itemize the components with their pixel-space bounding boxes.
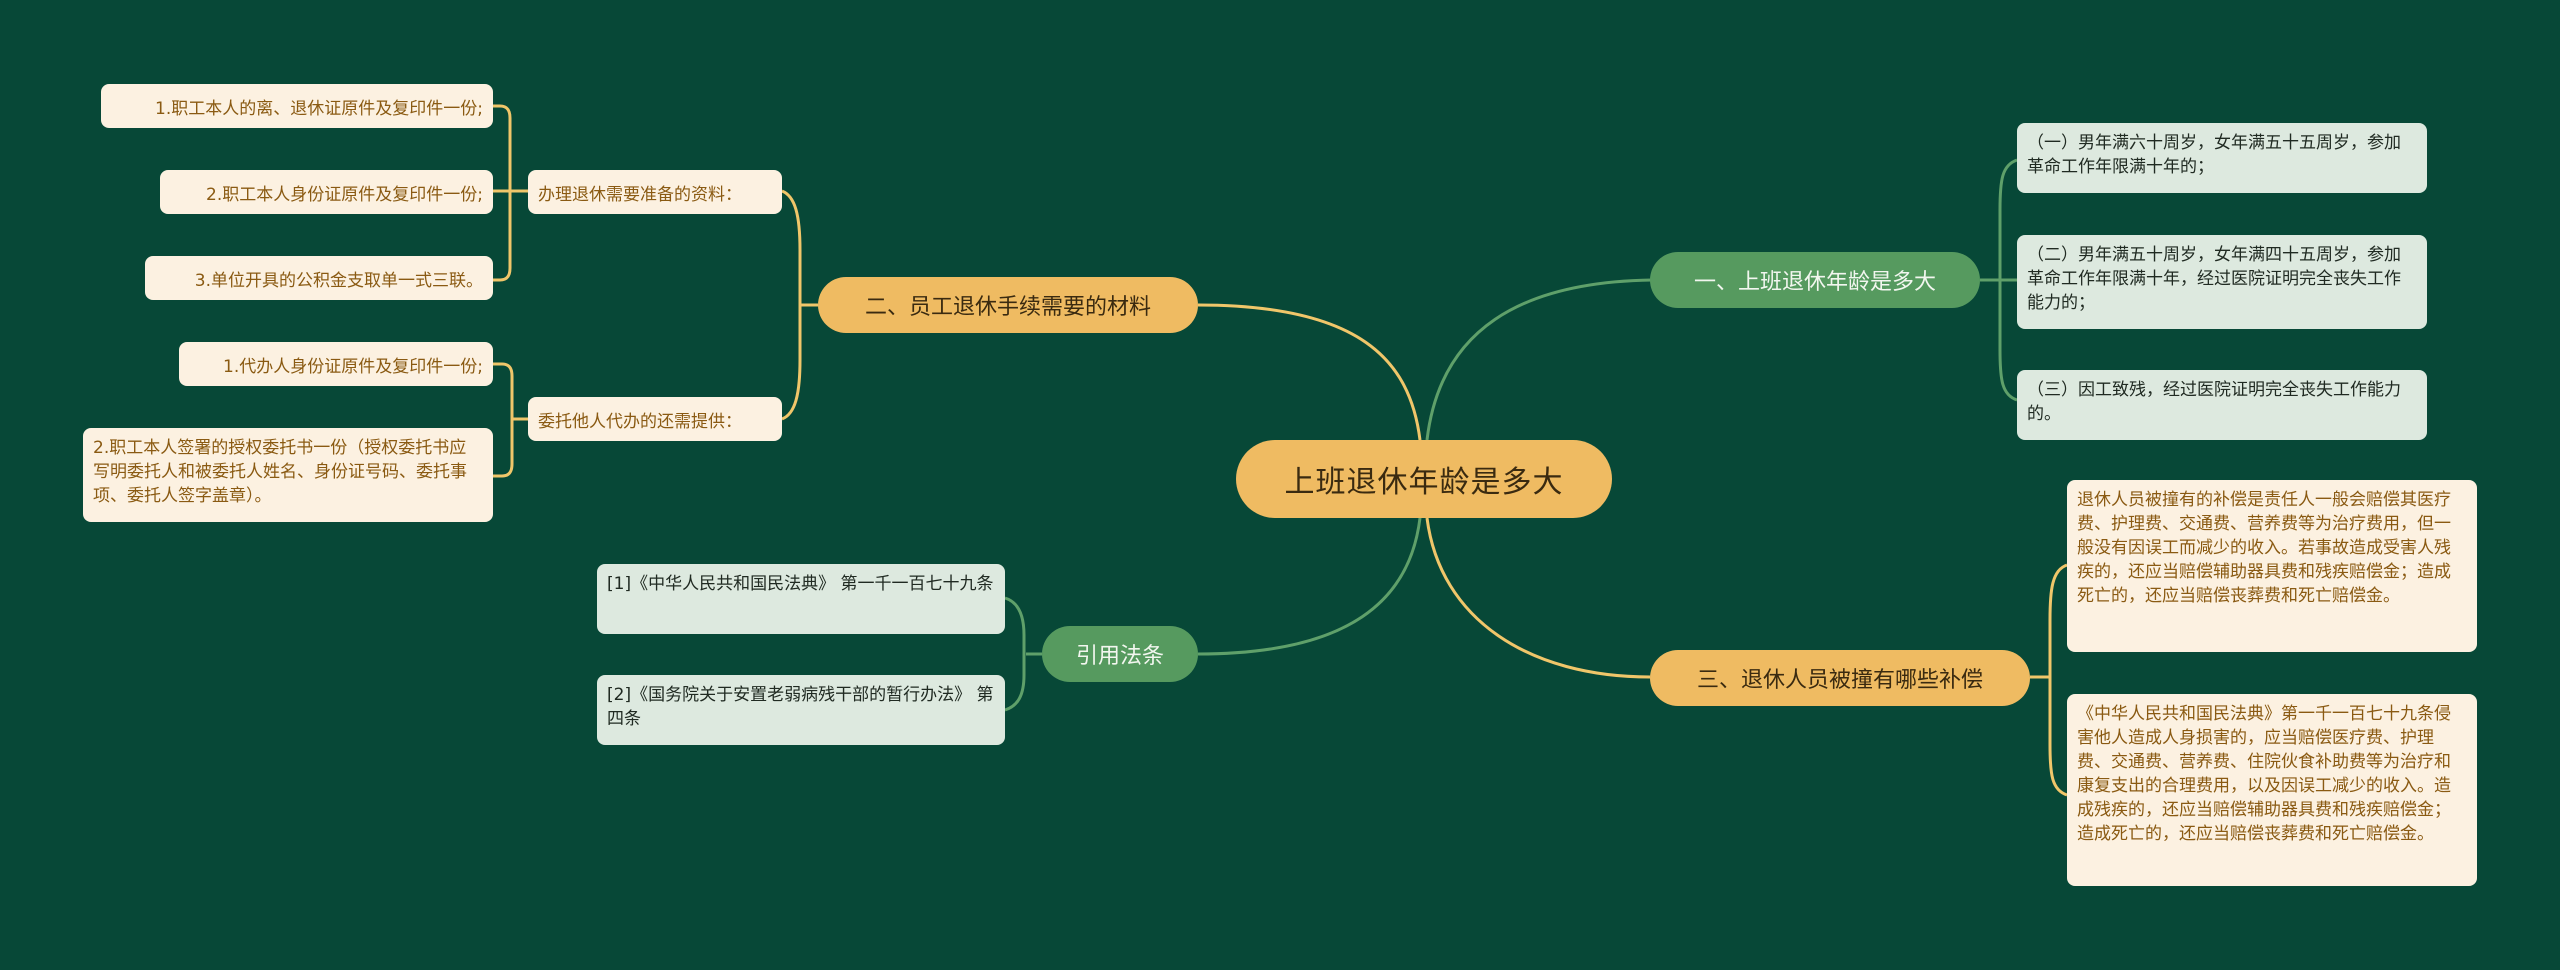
branch-retirement-materials-label: 二、员工退休手续需要的材料 [864,295,1151,320]
leaf-text: 1.代办人身份证原件及复印件一份; [223,356,483,377]
leaf-proxy-doc-1[interactable]: 1.代办人身份证原件及复印件一份; [179,342,493,386]
branch-retirement-materials[interactable]: 二、员工退休手续需要的材料 [818,277,1198,333]
leaf-required-doc-3[interactable]: 3.单位开具的公积金支取单一式三联。 [145,256,493,300]
leaf-proxy-doc-2[interactable]: 2.职工本人签署的授权委托书一份（授权委托书应写明委托人和被委托人姓名、身份证号… [83,428,493,522]
branch-cited-laws[interactable]: 引用法条 [1042,626,1198,682]
leaf-compensation-1[interactable]: 退休人员被撞有的补偿是责任人一般会赔偿其医疗费、护理费、交通费、营养费等为治疗费… [2067,480,2477,652]
leaf-retirement-age-1[interactable]: （一）男年满六十周岁，女年满五十五周岁，参加革命工作年限满十年的； [2017,123,2427,193]
group-label: 委托他人代办的还需提供： [538,411,742,432]
leaf-cited-law-1[interactable]: [1]《中华人民共和国民法典》 第一千一百七十九条 [597,564,1005,634]
leaf-text: （一）男年满六十周岁，女年满五十五周岁，参加革命工作年限满十年的； [2027,133,2401,177]
group-required-documents[interactable]: 办理退休需要准备的资料： [528,170,782,214]
leaf-required-doc-2[interactable]: 2.职工本人身份证原件及复印件一份; [160,170,493,214]
leaf-retirement-age-3[interactable]: （三）因工致残，经过医院证明完全丧失工作能力的。 [2017,370,2427,440]
leaf-text: 2.职工本人身份证原件及复印件一份; [206,184,483,205]
root-topic[interactable]: 上班退休年龄是多大 [1236,440,1612,518]
leaf-text: 退休人员被撞有的补偿是责任人一般会赔偿其医疗费、护理费、交通费、营养费等为治疗费… [2077,490,2451,606]
branch-compensation[interactable]: 三、退休人员被撞有哪些补偿 [1650,650,2030,706]
branch-compensation-label: 三、退休人员被撞有哪些补偿 [1696,668,1983,693]
leaf-compensation-2[interactable]: 《中华人民共和国民法典》第一千一百七十九条侵害他人造成人身损害的，应当赔偿医疗费… [2067,694,2477,886]
group-label: 办理退休需要准备的资料： [538,184,742,205]
leaf-retirement-age-2[interactable]: （二）男年满五十周岁，女年满四十五周岁，参加革命工作年限满十年，经过医院证明完全… [2017,235,2427,329]
branch-cited-laws-label: 引用法条 [1075,644,1164,669]
leaf-text: [2]《国务院关于安置老弱病残干部的暂行办法》 第四条 [607,685,994,729]
leaf-required-doc-1[interactable]: 1.职工本人的离、退休证原件及复印件一份; [101,84,493,128]
leaf-text: （三）因工致残，经过医院证明完全丧失工作能力的。 [2027,380,2401,424]
branch-retirement-age-label: 一、上班退休年龄是多大 [1693,270,1936,295]
leaf-text: 2.职工本人签署的授权委托书一份（授权委托书应写明委托人和被委托人姓名、身份证号… [93,438,467,506]
leaf-text: （二）男年满五十周岁，女年满四十五周岁，参加革命工作年限满十年，经过医院证明完全… [2027,245,2401,313]
branch-retirement-age[interactable]: 一、上班退休年龄是多大 [1650,252,1980,308]
leaf-text: 《中华人民共和国民法典》第一千一百七十九条侵害他人造成人身损害的，应当赔偿医疗费… [2077,704,2451,844]
group-proxy-documents[interactable]: 委托他人代办的还需提供： [528,397,782,441]
leaf-text: 1.职工本人的离、退休证原件及复印件一份; [155,98,483,119]
leaf-text: 3.单位开具的公积金支取单一式三联。 [194,270,483,291]
root-topic-label: 上班退休年龄是多大 [1284,465,1564,500]
leaf-text: [1]《中华人民共和国民法典》 第一千一百七十九条 [607,574,994,594]
leaf-cited-law-2[interactable]: [2]《国务院关于安置老弱病残干部的暂行办法》 第四条 [597,675,1005,745]
